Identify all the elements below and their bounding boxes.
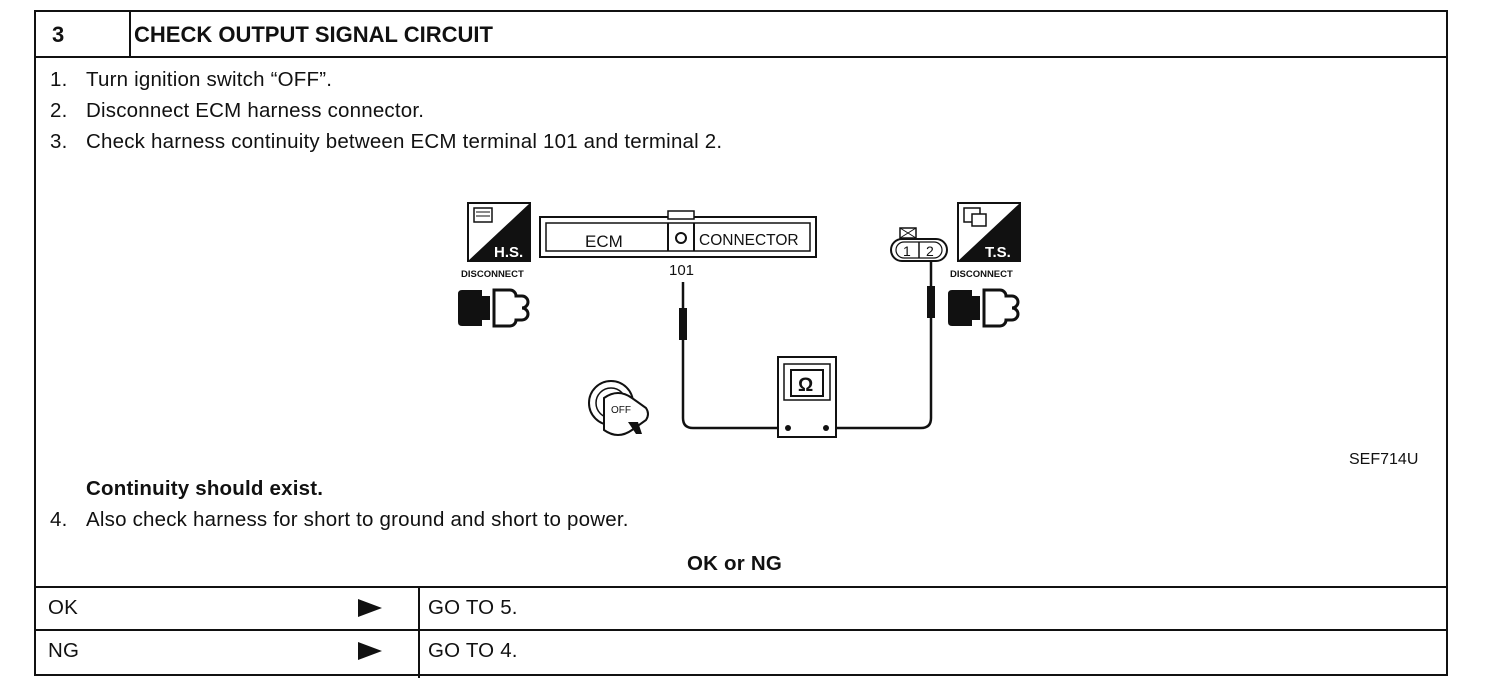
disconnect-right-label: DISCONNECT [950, 269, 1013, 280]
arrow-right-icon [358, 642, 382, 660]
ecm-label: ECM [585, 232, 623, 251]
ohm-symbol: Ω [798, 375, 813, 396]
ng-action: GO TO 4. [428, 639, 518, 662]
harness-connector-12: 1 2 [890, 227, 948, 262]
ecm-connector: ECM CONNECTOR 101 [539, 210, 817, 279]
connector-label: CONNECTOR [699, 232, 799, 249]
continuity-note: Continuity should exist. [86, 477, 324, 500]
ts-badge-icon: T.S. [957, 202, 1021, 262]
hs-badge-icon: H.S. [467, 202, 531, 262]
step-4-text: Also check harness for short to ground a… [86, 508, 629, 531]
ohmmeter-icon: Ω [777, 356, 837, 438]
ignition-off-label: OFF [611, 405, 631, 416]
decision-title: OK or NG [687, 552, 782, 575]
step-number: 3 [52, 22, 65, 47]
decision-divider [418, 586, 420, 678]
disconnect-connector-left-icon [458, 288, 530, 328]
hs-label: H.S. [494, 244, 523, 261]
terminal-101-label: 101 [669, 262, 694, 279]
procedure-frame: 3 CHECK OUTPUT SIGNAL CIRCUIT 1. Turn ig… [34, 10, 1448, 678]
step-2-number: 2. [50, 99, 68, 122]
ng-label: NG [48, 639, 80, 662]
test-leads [679, 262, 935, 430]
pin-1-label: 1 [903, 243, 911, 259]
header-divider [129, 12, 131, 57]
figure-code: SEF714U [1349, 451, 1419, 468]
header-bottom-rule [36, 56, 1446, 58]
arrow-right-icon [358, 599, 382, 617]
step-3-number: 3. [50, 130, 68, 153]
page-title: CHECK OUTPUT SIGNAL CIRCUIT [134, 22, 493, 47]
step-4-number: 4. [50, 508, 68, 531]
ts-label: T.S. [985, 244, 1011, 261]
decision-top-rule [36, 586, 1446, 588]
ignition-key-icon: OFF [588, 380, 649, 436]
step-2-text: Disconnect ECM harness connector. [86, 99, 425, 122]
ok-label: OK [48, 596, 79, 619]
step-3-text: Check harness continuity between ECM ter… [86, 130, 723, 153]
disconnect-left-label: DISCONNECT [461, 269, 524, 280]
pin-2-label: 2 [926, 243, 934, 259]
step-1-number: 1. [50, 68, 68, 91]
ok-action: GO TO 5. [428, 596, 518, 619]
step-1-text: Turn ignition switch “OFF”. [86, 68, 333, 91]
decision-mid-rule [36, 629, 1446, 631]
disconnect-connector-right-icon [948, 288, 1020, 328]
